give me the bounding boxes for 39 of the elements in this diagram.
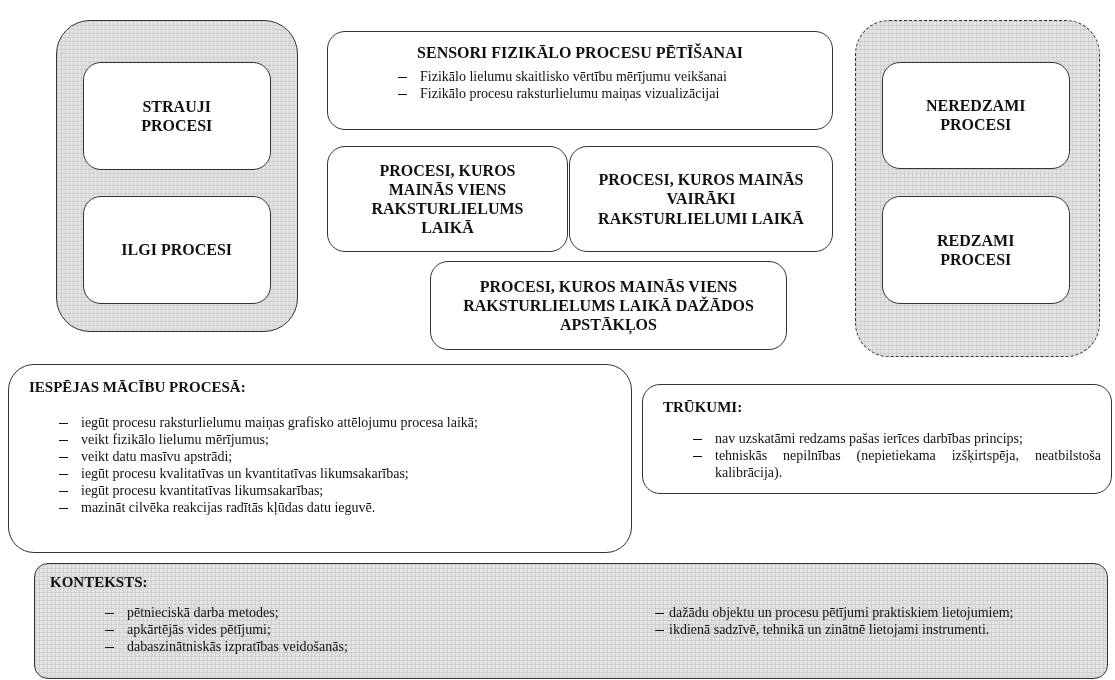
list-item: iegūt procesu kvalitatīvas un kvantitatīvas likumsakarības; <box>49 465 621 482</box>
heading-text: IESPĒJAS MĀCĪBU PROCESĀ: <box>29 379 247 396</box>
list-item: dabaszinātniskās izpratības veidošanās; <box>95 638 635 655</box>
list-item: Fizikālo lielumu skaitlisko vērtību mērījumu veikšanai <box>388 68 812 85</box>
category-box <box>327 146 568 252</box>
category-box <box>569 146 833 252</box>
list-item: veikt fizikālo lielumu mērījumus; <box>49 431 621 448</box>
box-title: PROCESI, KUROS MAINĀS VAIRĀKI RAKSTURLIELUMI LAIKĀ <box>597 170 805 228</box>
box-title: PROCESI, KUROS MAINĀS VIENS RAKSTURLIELUMS LAIKĀ DAŽĀDOS APSTĀKĻOS <box>462 276 755 335</box>
info-panel <box>8 364 632 553</box>
list-item: Fizikālo procesu raksturlielumu maiņas vizualizācijai <box>388 85 812 102</box>
list-item: iegūt procesu kvantitatīvas likumsakarības; <box>49 482 621 499</box>
list-item: veikt datu masīvu apstrādi; <box>49 448 621 465</box>
list-item: ikdienā sadzīvē, tehnikā un zinātnē lietojami instrumenti. <box>655 621 1095 638</box>
category-box <box>82 195 271 304</box>
heading-text: SENSORI FIZIKĀLO PROCESU PĒTĪŠANAI <box>416 44 744 62</box>
box-title: ILGI PROCESI <box>120 240 234 260</box>
info-panel <box>34 563 1108 679</box>
list-item: mazināt cilvēka reakcijas radītās kļūdas datu ieguvē. <box>49 499 621 516</box>
box-title: STRAUJI PROCESI <box>140 96 214 135</box>
info-panel <box>327 31 833 130</box>
category-box <box>881 61 1070 169</box>
group-panel <box>56 20 298 332</box>
category-box <box>82 61 271 170</box>
list-item: dažādu objektu un procesu pētījumi praktiskiem lietojumiem; <box>655 604 1095 621</box>
info-panel <box>642 384 1112 494</box>
list-item: iegūt procesu raksturlielumu maiņas grafisko attēlojumu procesa laikā; <box>49 414 621 431</box>
list-item: nav uzskatāmi redzams pašas ierīces darbības princips; <box>683 430 1101 447</box>
box-title: NEREDZAMI PROCESI <box>924 96 1027 135</box>
category-box <box>881 195 1070 304</box>
list-item: tehniskās nepilnības (nepietiekama izšķirtspēja, neatbilstoša kalibrācija). <box>683 447 1101 481</box>
list-item: pētnieciskā darba metodes; <box>95 604 635 621</box>
category-box <box>430 261 787 350</box>
heading-text: KONTEKSTS: <box>50 574 149 591</box>
box-title: REDZAMI PROCESI <box>936 230 1016 269</box>
group-panel <box>855 20 1100 357</box>
heading-text: TRŪKUMI: <box>663 399 744 416</box>
box-title: PROCESI, KUROS MAINĀS VIENS RAKSTURLIELUMS LAIKĀ <box>370 160 525 238</box>
list-item: apkārtējās vides pētījumi; <box>95 621 635 638</box>
